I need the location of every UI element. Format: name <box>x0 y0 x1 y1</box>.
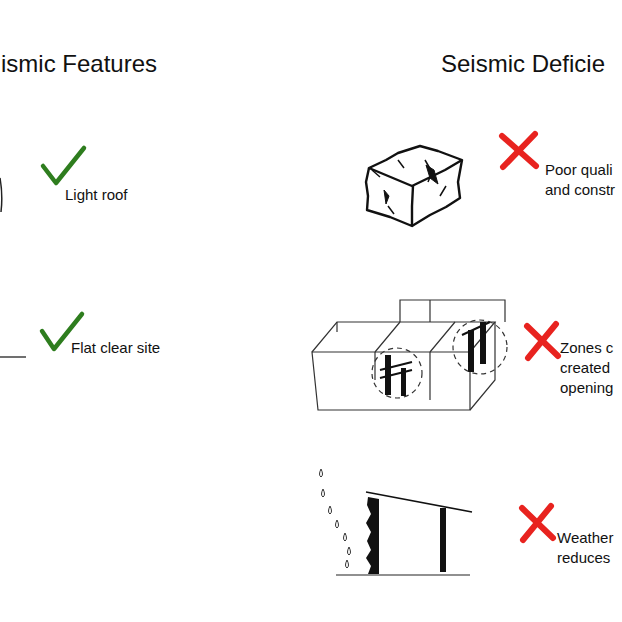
cross-mark <box>502 134 536 167</box>
feature-label: Poor quali and constr <box>545 160 619 200</box>
check-mark <box>43 148 84 183</box>
building-sketch <box>312 300 505 410</box>
feature-label: Flat clear site <box>71 338 160 358</box>
feature-label: Weather reduces <box>557 528 619 568</box>
cross-mark <box>527 324 558 358</box>
wall-opening-mark <box>380 322 490 396</box>
column-heading: Seismic Deficie <box>441 50 605 78</box>
feature-label: Light roof <box>65 185 128 205</box>
cross-mark <box>522 506 553 540</box>
ground-line <box>0 356 26 357</box>
brick-sketch <box>366 146 462 226</box>
cut-sketch-fragment <box>0 178 2 212</box>
weathered-wall-sketch <box>336 492 472 575</box>
highlight-circle <box>453 320 507 374</box>
rain-drops <box>320 469 351 568</box>
feature-label: Zones c created opening <box>560 338 620 398</box>
highlight-circle <box>372 348 422 398</box>
column-heading: ismic Features <box>1 50 157 78</box>
